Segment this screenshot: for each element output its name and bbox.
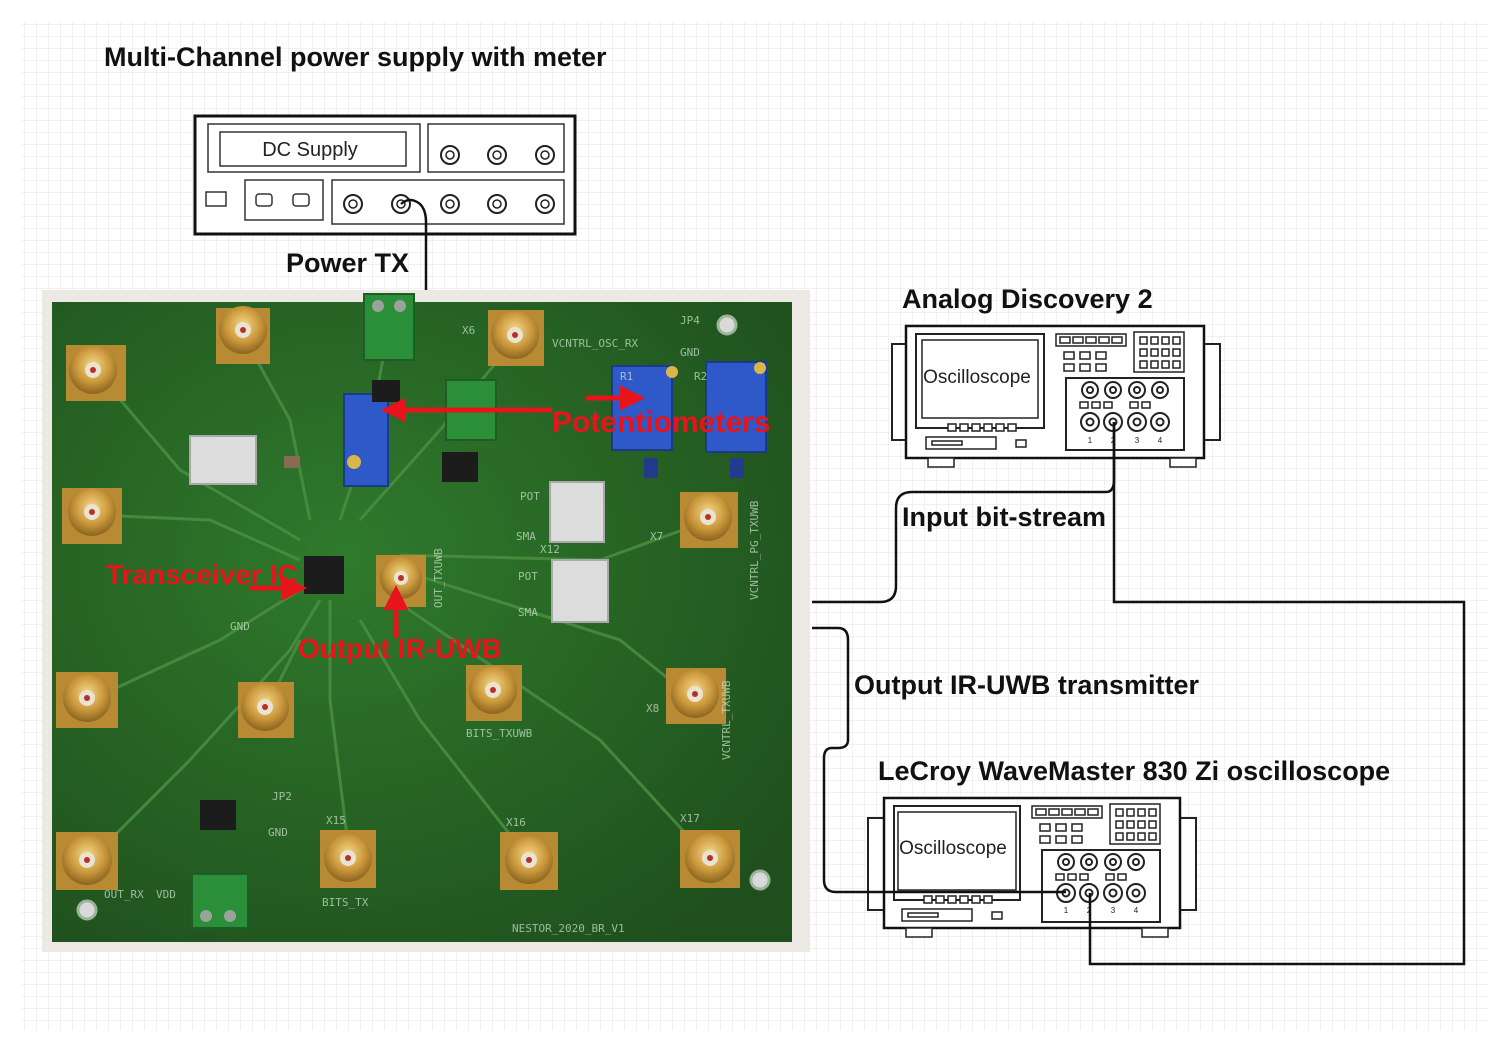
svg-text:X16: X16 xyxy=(506,816,526,829)
svg-text:X8: X8 xyxy=(646,702,659,715)
svg-text:OUT_TXUWB: OUT_TXUWB xyxy=(432,548,445,608)
connection-wires xyxy=(400,198,1466,966)
svg-text:R1: R1 xyxy=(620,370,633,383)
svg-text:R2: R2 xyxy=(694,370,707,383)
ad2-ch4: 4 xyxy=(1158,436,1163,445)
output-tx-label: Output IR-UWB transmitter xyxy=(854,670,1199,700)
svg-text:BITS_TX: BITS_TX xyxy=(322,896,369,909)
pcb-silkscreen: VCNTRL_OSC_RX JP4 GND X6 R1 R2 X7 X12 PO… xyxy=(104,314,761,935)
ad2-screen-text: Oscilloscope xyxy=(923,367,1031,388)
power-supply: DC Supply xyxy=(193,114,577,236)
lecroy-title: LeCroy WaveMaster 830 Zi oscilloscope xyxy=(878,756,1391,786)
white-headers xyxy=(189,435,609,623)
svg-text:GND: GND xyxy=(268,826,288,839)
svg-text:SMA: SMA xyxy=(518,606,538,619)
svg-text:JP4: JP4 xyxy=(680,314,700,327)
output-uwb-label: Output IR-UWB xyxy=(298,633,502,664)
svg-text:SMA: SMA xyxy=(516,530,536,543)
svg-text:X7: X7 xyxy=(650,530,663,543)
psu-top-terminals xyxy=(440,145,555,165)
svg-text:POT: POT xyxy=(520,490,540,503)
lecroy-ch3: 3 xyxy=(1111,906,1116,915)
input-bitstream-label: Input bit-stream xyxy=(902,502,1107,532)
svg-text:GND: GND xyxy=(680,346,700,359)
ad2-ch1: 1 xyxy=(1088,436,1093,445)
svg-text:GND: GND xyxy=(230,620,250,633)
wire-power-tx xyxy=(400,198,428,290)
svg-text:X6: X6 xyxy=(462,324,475,337)
svg-text:X12: X12 xyxy=(540,543,560,556)
svg-text:X15: X15 xyxy=(326,814,346,827)
wire-ad2-ch2-to-lecroy-ch2 xyxy=(1088,422,1466,966)
svg-text:OUT_RX: OUT_RX xyxy=(104,888,144,901)
svg-text:X17: X17 xyxy=(680,812,700,825)
svg-text:VCNTRL_PG_TXUWB: VCNTRL_PG_TXUWB xyxy=(748,500,761,600)
wire-output-uwb xyxy=(812,626,1066,894)
ad2-ch3: 3 xyxy=(1135,436,1140,445)
psu-title: Multi-Channel power supply with meter xyxy=(104,42,607,72)
lecroy-oscilloscope: Oscilloscope 1 2 3 4 xyxy=(867,796,1197,938)
lecroy-ch4: 4 xyxy=(1134,906,1139,915)
potentiometers-label: Potentiometers xyxy=(552,406,770,439)
transceiver-label: Transceiver IC xyxy=(106,559,297,590)
lecroy-ch1: 1 xyxy=(1064,906,1069,915)
svg-text:BITS_TXUWB: BITS_TXUWB xyxy=(466,727,533,740)
svg-text:VDD: VDD xyxy=(156,888,176,901)
svg-text:VCNTRL_OSC_RX: VCNTRL_OSC_RX xyxy=(552,337,638,350)
analog-discovery-2: Oscilloscope 1 2 3 4 xyxy=(891,324,1221,468)
pcb-annotations: Potentiometers Transceiver IC Output IR-… xyxy=(106,385,770,664)
psu-bottom-terminals xyxy=(343,194,555,214)
ad2-title: Analog Discovery 2 xyxy=(902,284,1153,314)
svg-text:JP2: JP2 xyxy=(272,790,292,803)
sma-connectors xyxy=(56,306,740,890)
potentiometers xyxy=(343,361,767,487)
lecroy-screen-text: Oscilloscope xyxy=(899,838,1007,859)
wire-input-bitstream xyxy=(812,422,1116,604)
svg-text:NESTOR_2020_BR_V1: NESTOR_2020_BR_V1 xyxy=(512,922,625,935)
terminal-blocks xyxy=(191,293,497,929)
svg-text:VCNTRL_TXUWB: VCNTRL_TXUWB xyxy=(720,680,733,760)
svg-text:POT: POT xyxy=(518,570,538,583)
psu-display-text: DC Supply xyxy=(262,139,358,161)
pcb-board: VCNTRL_OSC_RX JP4 GND X6 R1 R2 X7 X12 PO… xyxy=(42,290,810,952)
power-tx-label: Power TX xyxy=(286,248,410,278)
psu-display xyxy=(219,131,407,167)
transceiver-chip xyxy=(304,556,344,594)
